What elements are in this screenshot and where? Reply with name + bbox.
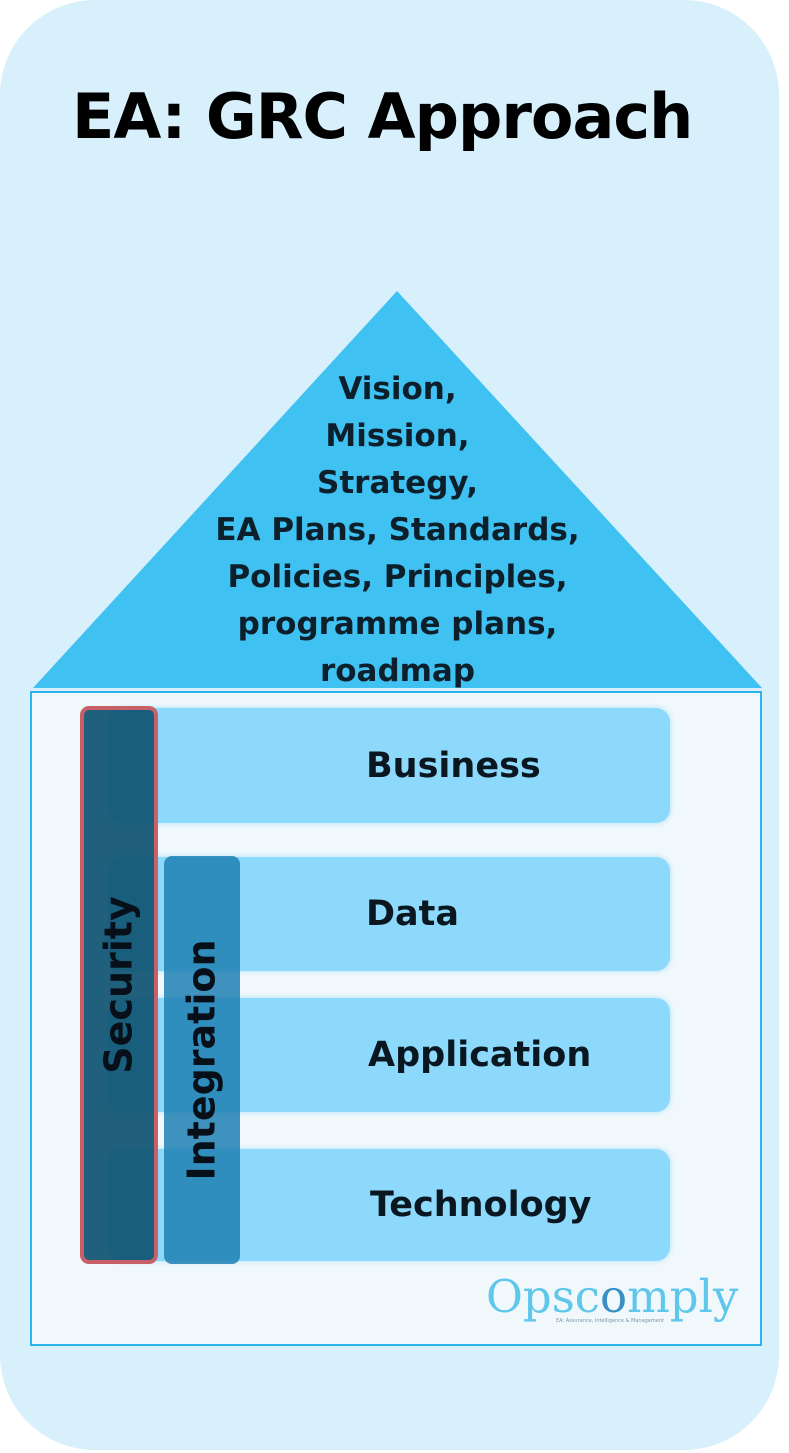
pillar-integration: Integration — [164, 856, 240, 1264]
layer-label: Data — [366, 894, 460, 934]
pillar-security: Security — [80, 706, 158, 1264]
diagram-title: EA: GRC Approach — [72, 80, 693, 153]
layer-business: Business — [108, 708, 670, 823]
pillar-security-label: Security — [97, 896, 142, 1074]
layer-label: Application — [368, 1035, 592, 1075]
logo-text-start: Opsc — [486, 1270, 600, 1323]
logo-tagline: EA: Assurance, Intelligence & Management — [556, 1318, 664, 1324]
layer-label: Business — [366, 745, 541, 786]
roof-text: Vision, Mission, Strategy, EA Plans, Sta… — [170, 366, 625, 695]
layer-label: Technology — [370, 1185, 592, 1225]
roof-line: Vision, — [338, 371, 457, 407]
pillar-integration-label: Integration — [180, 939, 224, 1181]
roof-line: Mission, — [325, 418, 470, 454]
roof-line: EA Plans, Standards, — [215, 512, 580, 548]
roof-line: roadmap — [319, 653, 476, 689]
logo-text-end: mply — [627, 1270, 739, 1323]
opscomply-logo: Opscomply — [486, 1270, 738, 1323]
roof-line: Policies, Principles, — [227, 559, 568, 595]
roof-line: Strategy, — [317, 465, 478, 501]
logo-drop-icon: o — [600, 1270, 628, 1323]
roof-line: programme plans, — [237, 606, 558, 642]
